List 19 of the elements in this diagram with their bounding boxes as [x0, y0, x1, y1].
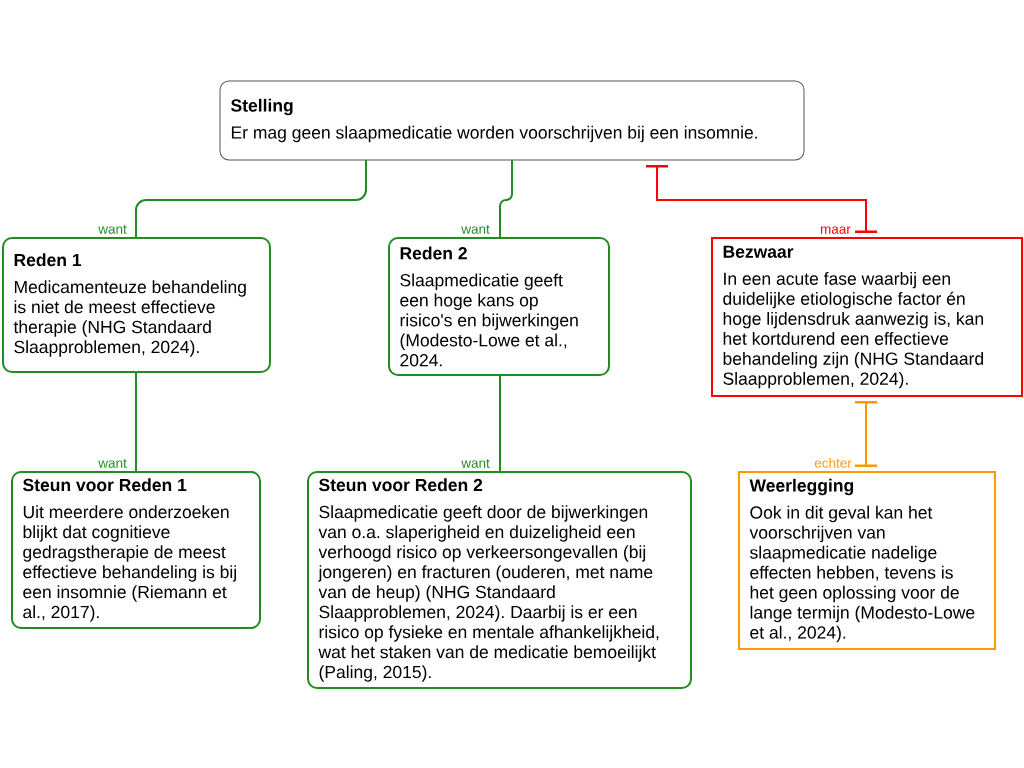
- edge-label: want: [460, 223, 491, 235]
- argument-box: Stelling Er mag geen slaapmedicatie worden voorschrijven bij een insomnie.: [219, 80, 805, 161]
- edge-label: maar: [819, 225, 852, 235]
- connector: [855, 401, 877, 467]
- edge-label: want: [460, 457, 491, 469]
- argument-box: Steun voor Reden 2 Slaapmedicatie geeft door de bijwerkingen van o.a. slaperigheid en duizeligheid een verhoogd risico op verkeersongevallen (bij jongeren) en fracturen (ouderen, met name van de heup) (NHG Standaard Slaapproblemen, 2024). Daarbij is er een risico op fysieke en mentale afhankelijkheid, wat het staken van de medicatie bemoeilijkt (Paling, 2015).: [307, 471, 692, 689]
- connector: [135, 371, 137, 473]
- argument-box: Steun voor Reden 1 Uit meerdere onderzoeken blijkt dat cognitieve gedragstherapie de meest effectieve behandeling is bij een insomnie (Riemann et al., 2017).: [11, 471, 261, 629]
- connector: [135, 159, 367, 239]
- edge-label: want: [97, 223, 128, 235]
- edge-label: want: [97, 457, 128, 469]
- connector: [646, 165, 877, 233]
- connector: [499, 159, 513, 239]
- connector: [499, 374, 501, 473]
- argument-box: Reden 2 Slaapmedicatie geeft een hoge kans op risico's en bijwerkingen (Modesto-Lowe et al., 2024.: [388, 237, 610, 376]
- argument-box: Reden 1 Medicamenteuze behandeling is niet de meest effectieve therapie (NHG Standaard Slaapproblemen, 2024).: [2, 237, 271, 373]
- edge-label: echter: [813, 456, 853, 469]
- argument-box: Weerlegging Ook in dit geval kan het voorschrijven van slaapmedicatie nadelige effecten hebben, tevens is het geen oplossing voor de lange termijn (Modesto-Lowe et al., 2024).: [738, 471, 996, 650]
- argument-box: Bezwaar In een acute fase waarbij een duidelijke etiologische factor én hoge lijdensdruk aanwezig is, kan het kortdurend een effectieve behandeling zijn (NHG Standaard Slaapproblemen, 2024).: [711, 237, 1023, 397]
